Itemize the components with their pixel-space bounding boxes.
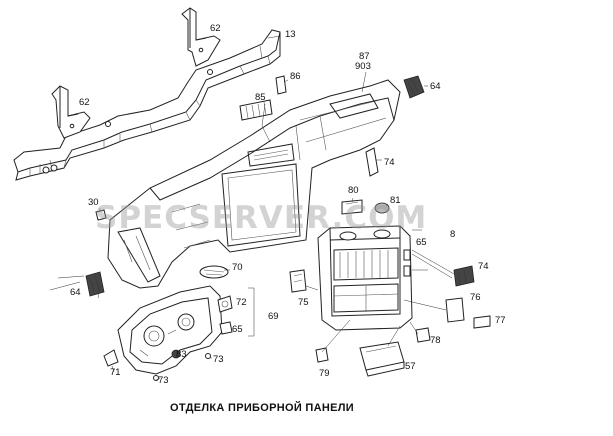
callout-80: 80	[348, 185, 359, 196]
callout-81: 81	[390, 195, 401, 206]
part-64-vent-upper	[403, 75, 425, 99]
callout-64-upper: 64	[430, 81, 441, 92]
bracket-62-lower	[51, 85, 91, 139]
part-74-strip-upper	[365, 147, 379, 177]
diagram-caption: ОТДЕЛКА ПРИБОРНОЙ ПАНЕЛИ	[170, 402, 354, 414]
dashboard-panel	[107, 79, 401, 289]
part-57-box	[359, 341, 405, 377]
part-76-cover	[445, 297, 465, 323]
callout-903: 903	[355, 61, 371, 72]
callout-76: 76	[470, 292, 481, 303]
callout-74-upper: 74	[384, 157, 395, 168]
part-79-plate	[315, 347, 329, 363]
callout-79: 79	[319, 368, 330, 379]
callout-85: 85	[255, 92, 266, 103]
part-77-plate	[473, 315, 491, 329]
callout-64-lower: 64	[70, 287, 81, 298]
part-78-plate	[415, 327, 431, 343]
callout-65-console: 65	[416, 237, 427, 248]
callout-57: 57	[405, 361, 416, 372]
callout-86: 86	[290, 71, 301, 82]
part-70-trim	[199, 265, 229, 279]
instrument-cluster-cover-69	[117, 285, 223, 375]
part-85-grille	[239, 99, 273, 121]
callout-62-upper: 62	[210, 23, 221, 34]
part-86-strip	[275, 75, 287, 95]
part-72-switch	[217, 295, 233, 313]
bracket-62-upper	[181, 7, 221, 67]
callout-74-lower: 74	[478, 261, 489, 272]
callout-75: 75	[298, 297, 309, 308]
callout-77: 77	[495, 315, 506, 326]
callout-8: 8	[450, 229, 456, 240]
part-74-vent-lower	[453, 265, 475, 287]
callout-69: 69	[268, 311, 279, 322]
center-console-8	[317, 225, 413, 331]
callout-78: 78	[430, 335, 441, 346]
callout-83: 83	[176, 349, 187, 360]
part-65-switch-lower	[219, 321, 233, 335]
cross-beam-frame	[13, 29, 281, 181]
callout-65-cluster: 65	[232, 324, 243, 335]
part-64-vent-lower	[85, 271, 105, 297]
callout-30: 30	[88, 197, 99, 208]
callout-73-right: 73	[213, 354, 224, 365]
callout-71: 71	[110, 367, 121, 378]
callout-13: 13	[285, 29, 296, 40]
callout-87: 87	[359, 51, 370, 62]
part-71-holder	[103, 349, 119, 367]
callout-70: 70	[232, 262, 243, 273]
part-80-knob	[341, 199, 363, 215]
part-30-clip	[95, 209, 107, 221]
callout-73-left: 73	[158, 375, 169, 386]
leader-lines	[49, 35, 455, 381]
watermark: SPECSERVER.COM	[95, 200, 428, 236]
part-81-knob	[374, 202, 390, 214]
callout-62-lower: 62	[79, 97, 90, 108]
callout-72: 72	[236, 297, 247, 308]
part-75-panel	[289, 269, 307, 293]
